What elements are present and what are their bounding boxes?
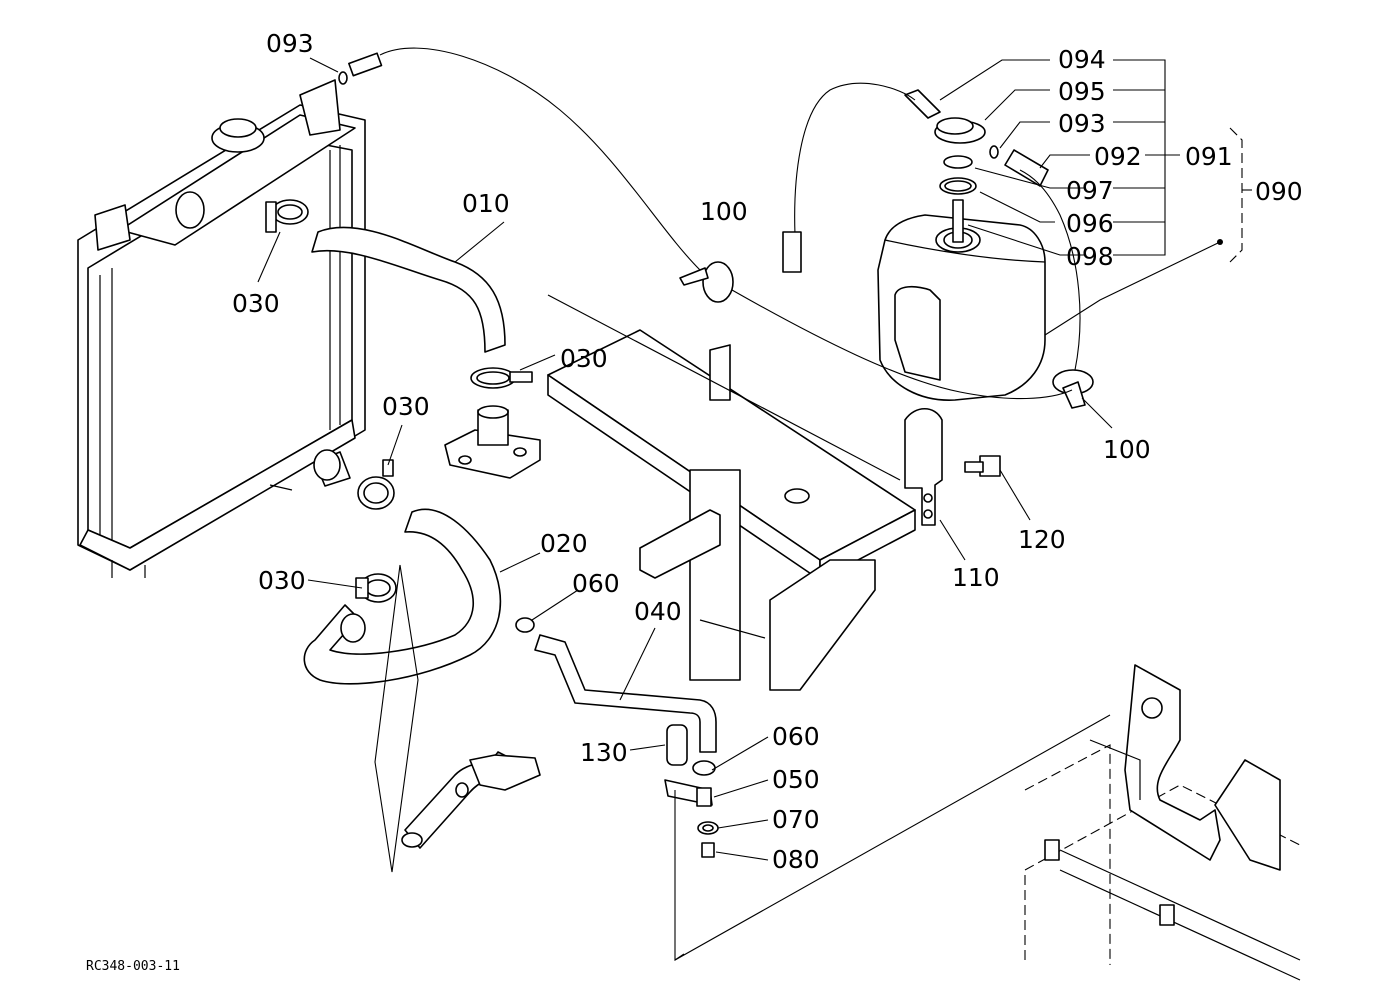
inset-vehicle-frame: [1024, 664, 1301, 981]
callout-120: 120: [1018, 525, 1066, 554]
callout-070: 070: [772, 805, 820, 834]
callout-130: 130: [580, 738, 628, 767]
callout-030-upper: 030: [232, 289, 280, 318]
callout-020: 020: [540, 529, 588, 558]
callout-097: 097: [1066, 176, 1114, 205]
lower-hose-020: [303, 508, 502, 685]
overflow-tube: [782, 82, 916, 273]
bypass-pipe-040: [534, 634, 717, 753]
detail-elbow-hose: [401, 751, 541, 849]
callout-092: 092: [1094, 142, 1142, 171]
callout-060-upper: 060: [572, 569, 620, 598]
callout-110: 110: [952, 563, 1000, 592]
callout-093-radiator: 093: [266, 29, 314, 58]
callout-030-elbow: 030: [258, 566, 306, 595]
reference-code: RC348-003-11: [86, 959, 180, 974]
tube-clips-100: [679, 261, 1094, 409]
callout-030-flange: 030: [560, 344, 608, 373]
cap-assembly: [904, 89, 1049, 195]
callout-091: 091: [1185, 142, 1233, 171]
callout-098: 098: [1066, 242, 1114, 271]
upper-hose-010: [311, 226, 506, 353]
callout-040: 040: [634, 597, 682, 626]
tank-bracket-110: [904, 407, 943, 526]
callout-060-lower: 060: [772, 722, 820, 751]
callout-030-lower: 030: [382, 392, 430, 421]
callout-010: 010: [462, 189, 510, 218]
callout-096: 096: [1066, 209, 1114, 238]
reserve-tank: [877, 199, 1046, 401]
callout-080: 080: [772, 845, 820, 874]
water-flange-pipe: [444, 405, 541, 479]
callout-100-lower: 100: [1103, 435, 1151, 464]
callout-090: 090: [1255, 177, 1303, 206]
callout-100-upper: 100: [700, 197, 748, 226]
callout-093-tank: 093: [1058, 109, 1106, 138]
radiator: [77, 79, 366, 578]
callout-labels: 010 020 030 030 030 030 040 050 060 060 …: [232, 29, 1303, 874]
callout-050: 050: [772, 765, 820, 794]
leader-lines: [257, 47, 1252, 961]
callout-095: 095: [1058, 77, 1106, 106]
small-parts: [338, 52, 1001, 858]
callout-094: 094: [1058, 45, 1106, 74]
mounting-frame: [547, 294, 916, 691]
